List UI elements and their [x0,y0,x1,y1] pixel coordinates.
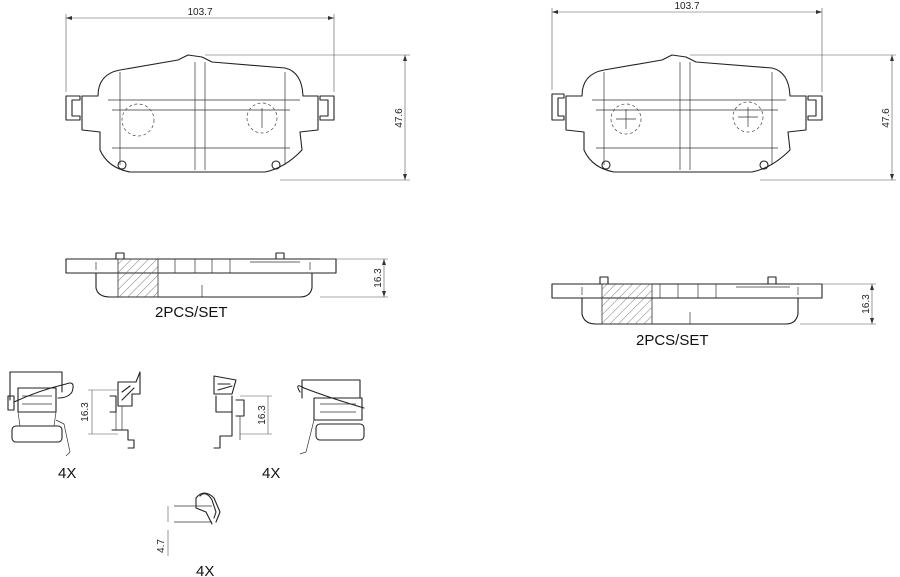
right-thickness-dimension: 16.3 [800,283,876,325]
spring-view [174,492,221,525]
left-clip-front-view [7,371,74,457]
left-clip-qty-label: 4X [58,465,76,482]
left-height-dimension: 47.6 [205,54,410,181]
right-clip-side-view [213,375,245,449]
left-width-dimension: 103.7 [65,7,335,92]
right-clip-front-view [297,379,365,455]
left-set-label: 2PCS/SET [155,304,228,321]
left-pad-front-view [65,54,335,173]
right-set-label: 2PCS/SET [636,332,709,349]
left-pad-side-view [65,252,337,298]
left-thickness-dimension: 16.3 [320,258,388,298]
right-pad-side-view [551,276,823,325]
spring-dimension: 4.7 [156,506,169,556]
right-thickness-value: 16.3 [861,294,872,314]
right-width-value: 103.7 [674,1,699,12]
right-clip-qty-label: 4X [262,465,280,482]
left-clip-dim-value: 16.3 [80,402,91,422]
left-thickness-value: 16.3 [373,268,384,288]
right-height-dimension: 47.6 [690,54,896,181]
right-clip-dim-value: 16.3 [257,405,268,425]
spring-dim-value: 4.7 [156,539,167,553]
right-height-value: 47.6 [881,108,892,128]
spring-qty-label: 4X [196,563,214,577]
right-width-dimension: 103.7 [551,1,823,92]
left-clip-side-view [109,371,141,449]
left-clip-dimension: 16.3 [80,389,118,435]
left-height-value: 47.6 [394,108,405,128]
right-clip-dimension: 16.3 [240,395,272,435]
left-width-value: 103.7 [187,7,212,18]
right-pad-front-view [551,54,823,173]
